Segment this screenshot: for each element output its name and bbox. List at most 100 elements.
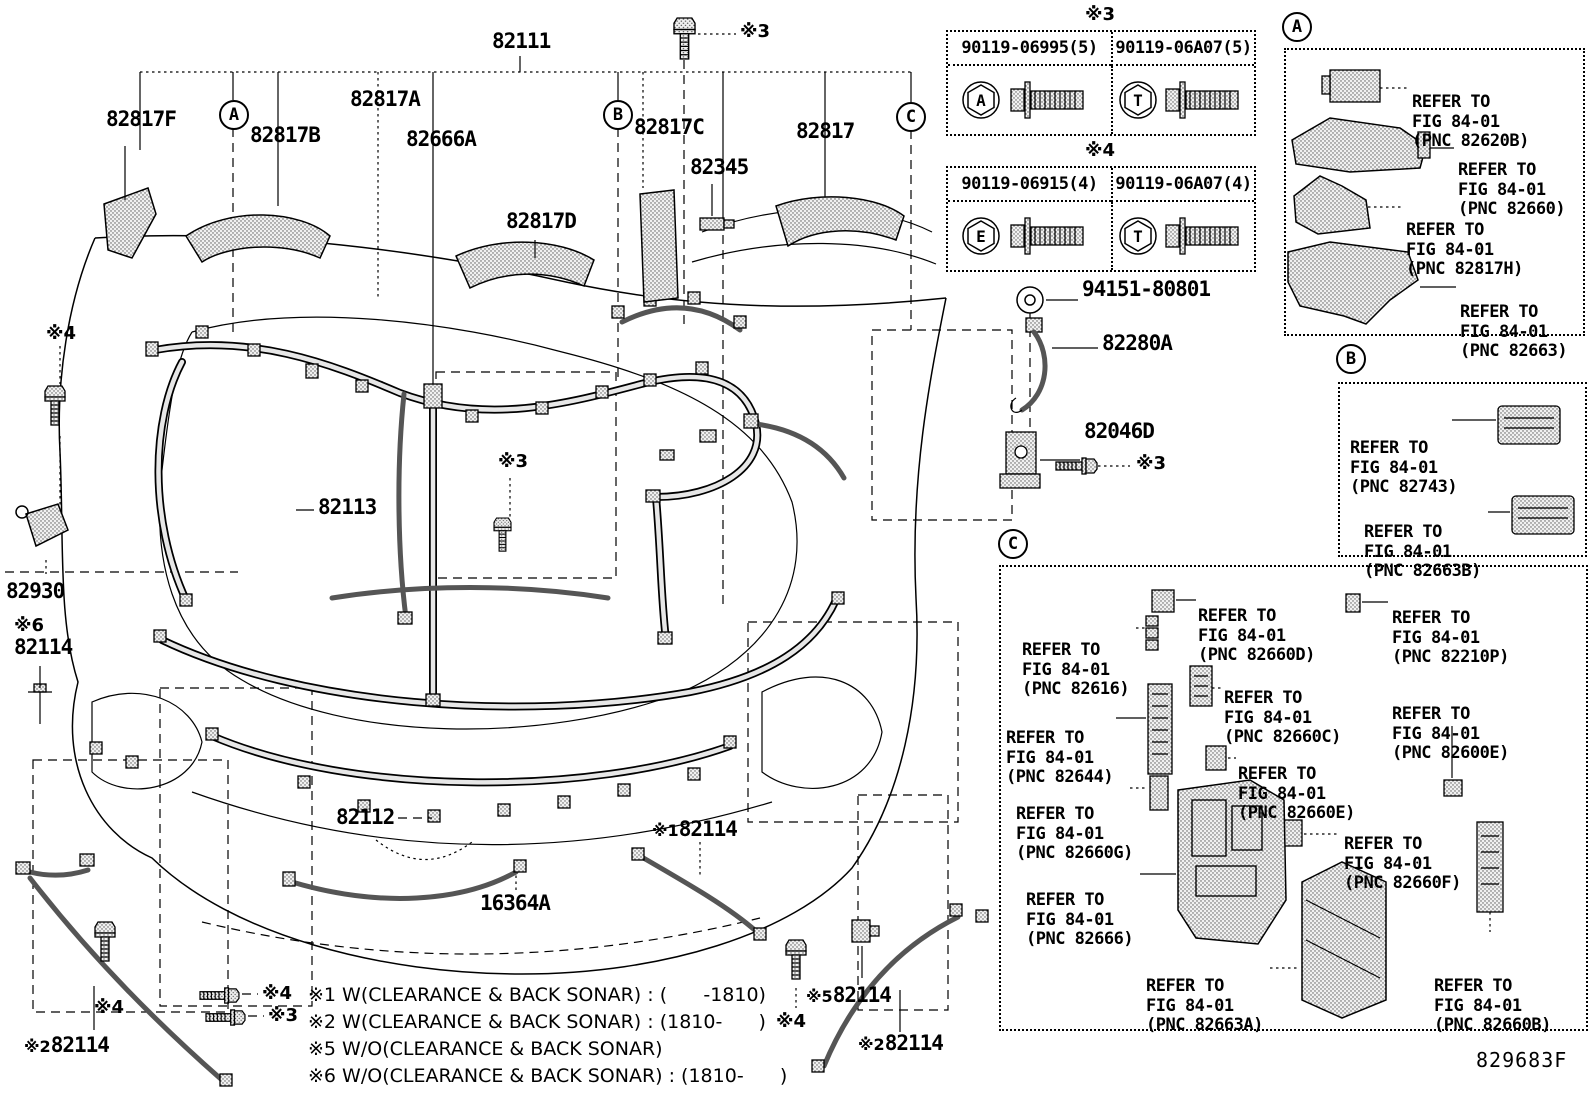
- panel-c-box: [999, 565, 1588, 1031]
- callout-82114: 82114: [832, 983, 892, 1007]
- bracket-82663-icon: [1287, 241, 1419, 325]
- callout-82345: 82345: [690, 155, 749, 179]
- svg-text:T: T: [1133, 91, 1143, 110]
- fastener-table-2-note: ※4: [1084, 140, 1116, 161]
- callout-82111: 82111: [492, 29, 551, 53]
- mark-3-right-screw: ※3: [1136, 453, 1167, 474]
- leader-lines: [39, 33, 1130, 1032]
- mark-4-lower-left-screw: ※4: [94, 997, 125, 1018]
- mark-6: ※6: [14, 615, 45, 636]
- mark-4-bottom-center-screw: ※4: [776, 1011, 807, 1032]
- callout-82817b: 82817B: [250, 123, 321, 147]
- callout-82114-note5: ※582114: [806, 983, 892, 1008]
- clip-82660c-icon: [1189, 665, 1213, 707]
- callout-82817c: 82817C: [634, 115, 705, 139]
- part-82345: [699, 217, 735, 231]
- clip-82660d-icon: [1151, 589, 1175, 613]
- bolt-icons: [44, 17, 1098, 1026]
- bolt-icon: [199, 987, 240, 1004]
- bracket-82817d: [455, 241, 595, 290]
- bolt-icon: A: [961, 81, 1084, 119]
- harness-connectors: [15, 291, 989, 1087]
- connector-82620b-icon: [1321, 69, 1381, 103]
- mark-4-pair-screw: ※4: [262, 983, 293, 1004]
- callout-82113: 82113: [318, 495, 377, 519]
- callout-82817a: 82817A: [350, 87, 421, 111]
- callout-82114-note2-left: ※282114: [24, 1034, 110, 1058]
- callout-82817: 82817: [796, 119, 855, 143]
- figure-code: 829683F: [1476, 1048, 1568, 1072]
- callout-82114: 82114: [14, 635, 73, 659]
- fusebox-82666-icon: [1177, 779, 1287, 945]
- car-front-body-outline: [5, 208, 947, 975]
- relay-82743-icon: [1497, 405, 1561, 445]
- bolt-icon: [673, 17, 696, 60]
- callout-82114-note2-right: ※282114: [858, 1031, 944, 1056]
- mark-4-upper-left-screw: ※4: [46, 323, 77, 344]
- clip-82114-icon: [28, 683, 52, 724]
- note-line-3: ※5 W/O(CLEARANCE & BACK SONAR): [308, 1038, 663, 1060]
- bolt-icon: [205, 1009, 246, 1026]
- fastener-cell: T: [1111, 202, 1254, 270]
- bolt-icon: [44, 385, 66, 426]
- sensor-82930-icon: [15, 503, 69, 548]
- bracket-82660-icon: [1291, 117, 1431, 173]
- mark-3-pair-screw: ※3: [268, 1005, 299, 1026]
- panel-b-icons: [1452, 405, 1575, 535]
- balloon-a: A: [219, 100, 249, 130]
- clip-82600e-icon: [1443, 779, 1463, 797]
- fastener-part-number: 90119-06915(4): [948, 168, 1111, 202]
- clip-82660g-icon: [1149, 775, 1169, 811]
- callout-82114: 82114: [884, 1031, 944, 1055]
- callout-ladder: [139, 56, 912, 608]
- svg-text:A: A: [976, 91, 986, 110]
- mark-3-top-screw: ※3: [740, 21, 771, 42]
- callout-82114-note1: ※182114: [652, 817, 738, 842]
- fastener-cell: T: [1111, 66, 1254, 134]
- relay-82663b-icon: [1511, 495, 1575, 535]
- balloon-b: B: [603, 100, 633, 130]
- harness-bracket-parts: [15, 187, 1048, 943]
- callout-16364a: 16364A: [480, 891, 551, 915]
- callout-82114-note6: ※6 82114: [14, 615, 73, 659]
- bolt-icon: T: [1118, 81, 1239, 119]
- callout-82112: 82112: [336, 805, 395, 829]
- bracket-82046d-icon: [999, 431, 1041, 489]
- fastener-table-2: 90119-06915(4) 90119-06A07(4) E T: [946, 166, 1256, 272]
- mark-2: ※2: [24, 1037, 51, 1056]
- panel-b-balloon: B: [1336, 344, 1366, 374]
- callout-82046d: 82046D: [1084, 419, 1155, 443]
- callout-82817d: 82817D: [506, 209, 577, 233]
- note-line-4: ※6 W/O(CLEARANCE & BACK SONAR) : (1810- …: [308, 1065, 788, 1087]
- note-line-2: ※2 W(CLEARANCE & BACK SONAR) : (1810- ): [308, 1011, 766, 1033]
- bolt-icon: E: [961, 217, 1084, 255]
- fastener-part-number: 90119-06995(5): [948, 32, 1111, 66]
- panel-a-balloon: A: [1282, 12, 1312, 42]
- panel-b-box: [1338, 382, 1587, 557]
- bolt-icon: T: [1118, 217, 1239, 255]
- panel-c-icons: [1116, 589, 1504, 1019]
- fastener-cell: A: [948, 66, 1111, 134]
- fastener-part-number: 90119-06A07(5): [1111, 32, 1254, 66]
- clip-82616-icon: [1145, 615, 1159, 651]
- fastener-part-number: 90119-06A07(4): [1111, 168, 1254, 202]
- bolt-icon: [785, 939, 807, 980]
- clip-82210p-icon: [1345, 593, 1361, 613]
- callout-82114: 82114: [678, 817, 738, 841]
